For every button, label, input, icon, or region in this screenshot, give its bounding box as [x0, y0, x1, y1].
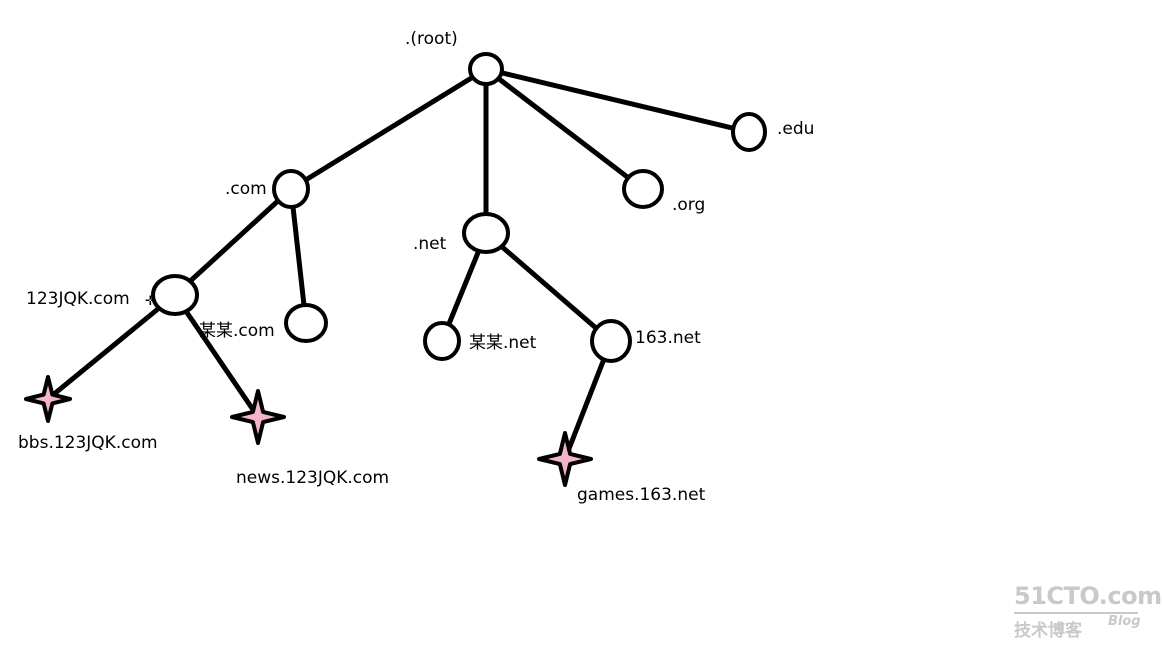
node-bbs-star-icon	[24, 375, 72, 423]
edge-jqk-bbs	[45, 292, 178, 402]
node-moucom	[284, 303, 328, 343]
node-root	[468, 52, 504, 86]
label-games: games.163.net	[577, 485, 706, 505]
watermark-logo: 51CTO.com 技术博客 Blog	[1014, 582, 1162, 641]
cursor-icon: ✛	[145, 294, 156, 309]
tree-edges	[45, 66, 752, 462]
label-bbs: bbs.123JQK.com	[18, 433, 158, 453]
node-jqk	[151, 274, 199, 316]
watermark-divider	[1014, 612, 1138, 614]
node-edu	[731, 112, 767, 152]
node-com	[272, 169, 310, 209]
label-edu: .edu	[777, 119, 815, 139]
label-com: .com	[225, 179, 267, 199]
watermark-site: 51CTO.com	[1014, 582, 1162, 610]
label-moumou-net: 某某.net	[469, 333, 537, 353]
node-n163	[590, 319, 632, 363]
label-163net: 163.net	[635, 328, 701, 348]
node-net	[462, 212, 510, 254]
node-org	[622, 169, 664, 209]
tree-nodes	[24, 52, 767, 487]
label-news: news.123JQK.com	[236, 468, 390, 488]
node-games-star-icon	[537, 431, 593, 487]
edge-root-com	[288, 66, 489, 192]
edge-com-moucom	[288, 186, 309, 326]
label-org: .org	[672, 195, 706, 215]
edge-com-jqk	[172, 186, 294, 298]
label-123jqk: 123JQK.com	[26, 289, 130, 309]
label-root: .(root)	[405, 29, 458, 49]
edge-jqk-news	[172, 292, 261, 420]
node-mounet	[423, 321, 461, 361]
watermark-blog: Blog	[1108, 614, 1141, 629]
edge-root-edu	[483, 66, 752, 135]
label-net: .net	[413, 234, 447, 254]
edge-root-org	[483, 66, 646, 192]
edge-net-n163	[483, 230, 614, 344]
node-news-star-icon	[230, 389, 286, 445]
label-moumou-com: 某某.com	[199, 321, 275, 341]
watermark-subtitle: 技术博客	[1014, 621, 1082, 641]
